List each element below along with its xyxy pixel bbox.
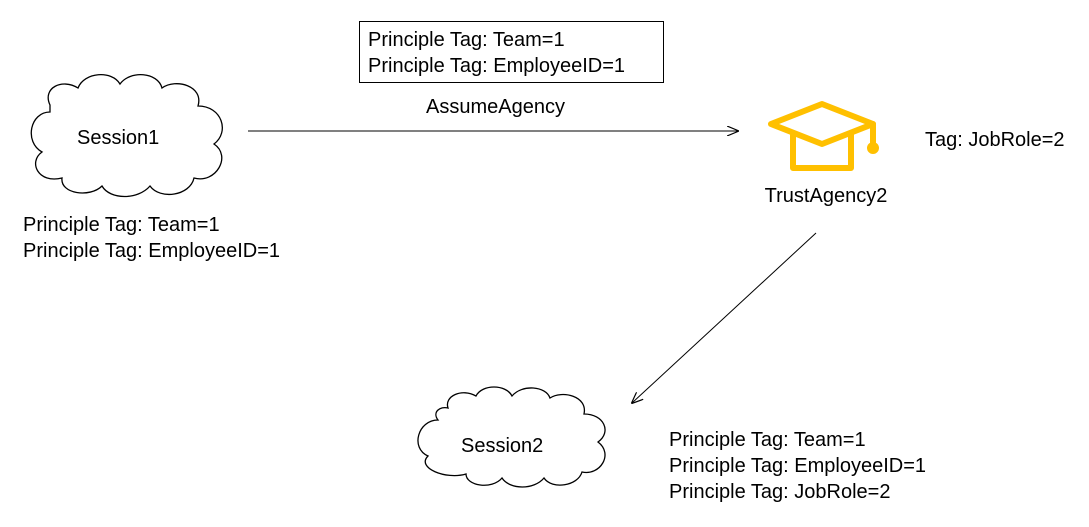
assume-tag-line: Principle Tag: Team=1 <box>368 29 565 51</box>
session1-label: Session1 <box>77 127 160 149</box>
assume-tag-line: Principle Tag: EmployeeID=1 <box>368 55 625 77</box>
agency-tag: Tag: JobRole=2 <box>925 129 1065 151</box>
session2-tag: Principle Tag: EmployeeID=1 <box>669 455 926 477</box>
session2-label: Session2 <box>461 435 544 457</box>
session1-tag: Principle Tag: EmployeeID=1 <box>23 240 280 262</box>
session2-tag: Principle Tag: Team=1 <box>669 429 866 451</box>
assume-agency-label: AssumeAgency <box>426 96 565 118</box>
assume-tags-box: Principle Tag: Team=1 Principle Tag: Emp… <box>359 21 664 83</box>
session1-cloud-icon <box>30 74 223 198</box>
session2-cloud-icon <box>417 386 606 488</box>
agency-to-session2-arrow <box>632 232 817 403</box>
session1-tag: Principle Tag: Team=1 <box>23 214 220 236</box>
session2-tag: Principle Tag: JobRole=2 <box>669 481 891 503</box>
graduation-cap-icon <box>768 101 879 171</box>
agency-label: TrustAgency2 <box>764 185 888 207</box>
